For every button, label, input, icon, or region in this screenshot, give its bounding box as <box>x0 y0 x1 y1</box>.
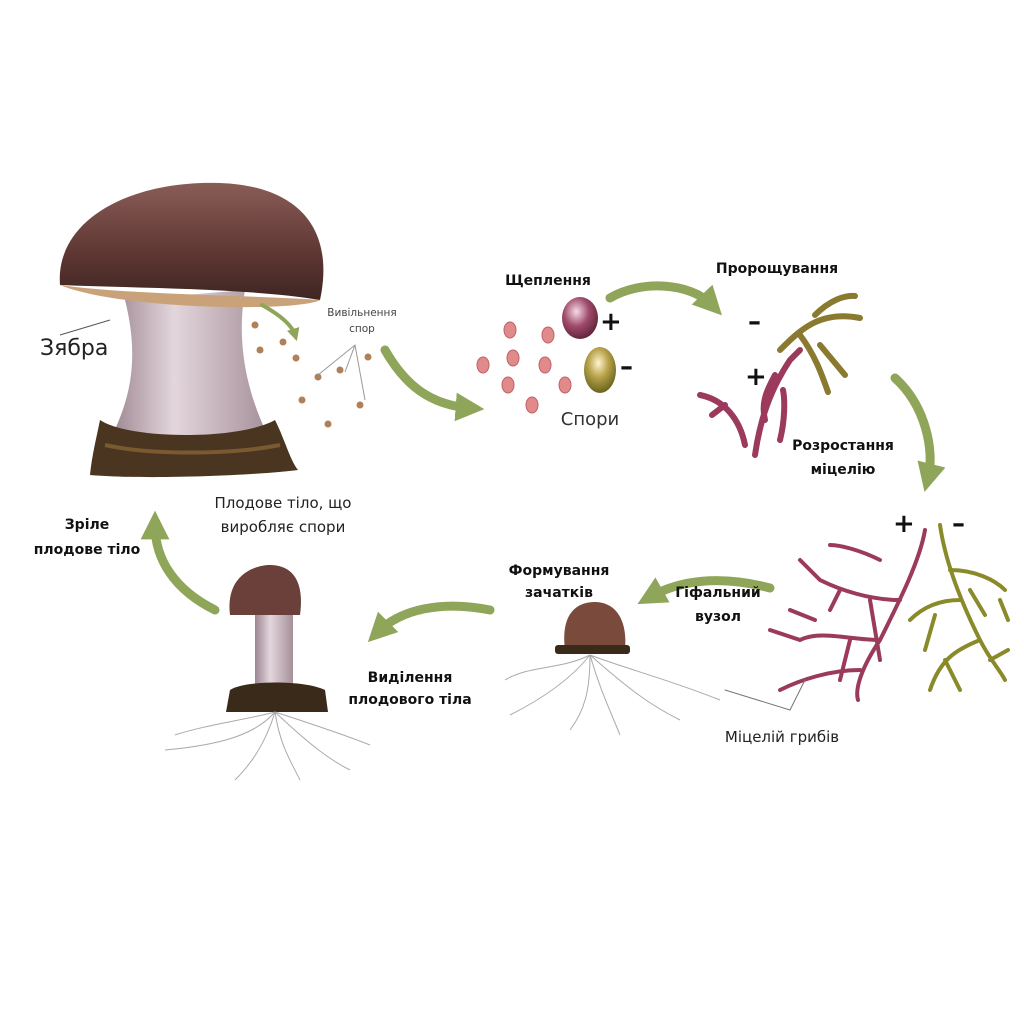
label-hyphal-knot-1: Гіфальний <box>675 585 760 601</box>
arrow-release-to-spores <box>380 345 485 422</box>
label-fruiting-1: Виділення <box>368 670 453 686</box>
mycelium-network <box>724 523 1010 711</box>
label-spore-release-2: спор <box>349 323 375 335</box>
label-germination: Пророщування <box>716 261 838 277</box>
plus-sign-mycelium: + <box>893 509 915 539</box>
plus-sign-hypha: + <box>745 362 767 392</box>
released-spores <box>251 321 372 428</box>
label-mature-body-1: Зріле <box>65 517 110 533</box>
plus-spore <box>562 297 598 339</box>
arrow-young-to-mature <box>140 510 220 615</box>
label-spore-body-2: виробляє спори <box>221 518 346 536</box>
label-spore-release-1: Вивільнення <box>327 307 396 319</box>
plus-sign-spore: + <box>600 307 622 337</box>
label-spores: Спори <box>561 409 619 430</box>
label-primordia-1: Формування <box>509 563 610 579</box>
mature-mushroom-illustration <box>59 182 324 478</box>
label-primordia-2: зачатків <box>525 585 593 601</box>
arrow-primordia-to-fruiting <box>367 601 495 643</box>
arrow-gill-to-spores <box>260 303 300 342</box>
label-plasmogamy: Щеплення <box>505 273 591 289</box>
label-mycelium-growth-2: міцелію <box>811 462 876 478</box>
cycle-arrows <box>140 281 946 643</box>
arrow-plasmogamy-to-germination <box>605 281 722 316</box>
minus-sign-hypha: – <box>748 307 761 337</box>
germinating-hyphae <box>697 292 863 458</box>
minus-sign-mycelium: – <box>952 509 965 539</box>
minus-spore <box>584 347 616 393</box>
young-mushroom-illustration <box>164 565 371 781</box>
spores-cluster <box>476 321 572 414</box>
label-gills: Зябра <box>40 336 108 361</box>
arrow-germination-to-mycelium <box>890 373 946 492</box>
label-fruiting-2: плодового тіла <box>348 692 471 708</box>
minus-sign-spore: – <box>620 352 633 382</box>
label-mycelium: Міцелій грибів <box>725 728 839 746</box>
primordium-illustration <box>504 602 721 736</box>
label-mature-body-2: плодове тіло <box>34 542 141 558</box>
label-hyphal-knot-2: вузол <box>695 609 741 625</box>
label-mycelium-growth-1: Розростання <box>792 438 894 454</box>
label-spore-body-1: Плодове тіло, що <box>215 494 352 512</box>
arrow-mycelium-to-knot <box>637 576 775 605</box>
